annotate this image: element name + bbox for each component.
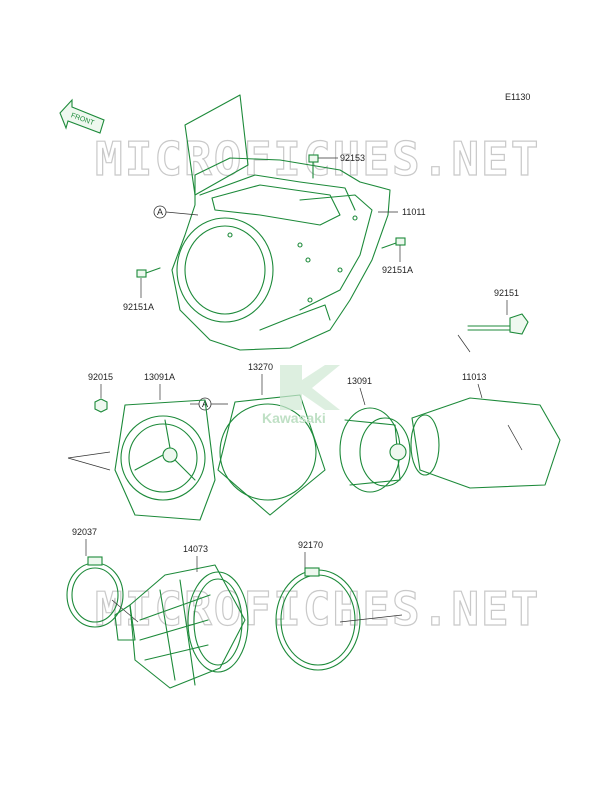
label-11011: 11011: [402, 207, 426, 217]
plate-13091a: [67, 384, 216, 521]
label-92151A-right: 92151A: [382, 265, 413, 275]
wing-bolt-92151: [457, 300, 529, 353]
diagram-code: E1130: [505, 92, 530, 102]
element-holder-13091: [339, 387, 411, 493]
band-92170: [275, 552, 403, 671]
label-92015: 92015: [88, 372, 113, 382]
callout-a-top: A: [153, 205, 199, 219]
bolt-92153: [308, 154, 338, 179]
label-11013: 11013: [462, 372, 486, 382]
label-92153: 92153: [340, 153, 365, 163]
svg-text:Kawasaki: Kawasaki: [262, 410, 326, 426]
clamp-92037: [66, 539, 139, 628]
front-arrow-icon: FRONT: [59, 98, 105, 134]
label-13270: 13270: [248, 362, 273, 372]
bolt-92151a-right: [381, 237, 406, 262]
label-92170: 92170: [298, 540, 323, 550]
nut-92015: [94, 384, 108, 413]
label-13091A: 13091A: [144, 372, 175, 382]
label-14073: 14073: [183, 544, 208, 554]
label-13091: 13091: [347, 376, 372, 386]
air-cleaner-housing: [171, 94, 391, 351]
label-92151A-left: 92151A: [123, 302, 154, 312]
air-filter-element-14073: [114, 556, 249, 689]
kawasaki-logo: Kawasaki: [262, 365, 340, 426]
label-92037: 92037: [72, 527, 97, 537]
label-92151: 92151: [494, 288, 519, 298]
watermark-bottom: MICROFICHES.NET: [95, 582, 540, 636]
cover-11013: [410, 383, 561, 489]
callout-a-mid: A: [190, 397, 228, 411]
bolt-92151a-left: [136, 267, 161, 298]
svg-text:A: A: [157, 207, 163, 217]
